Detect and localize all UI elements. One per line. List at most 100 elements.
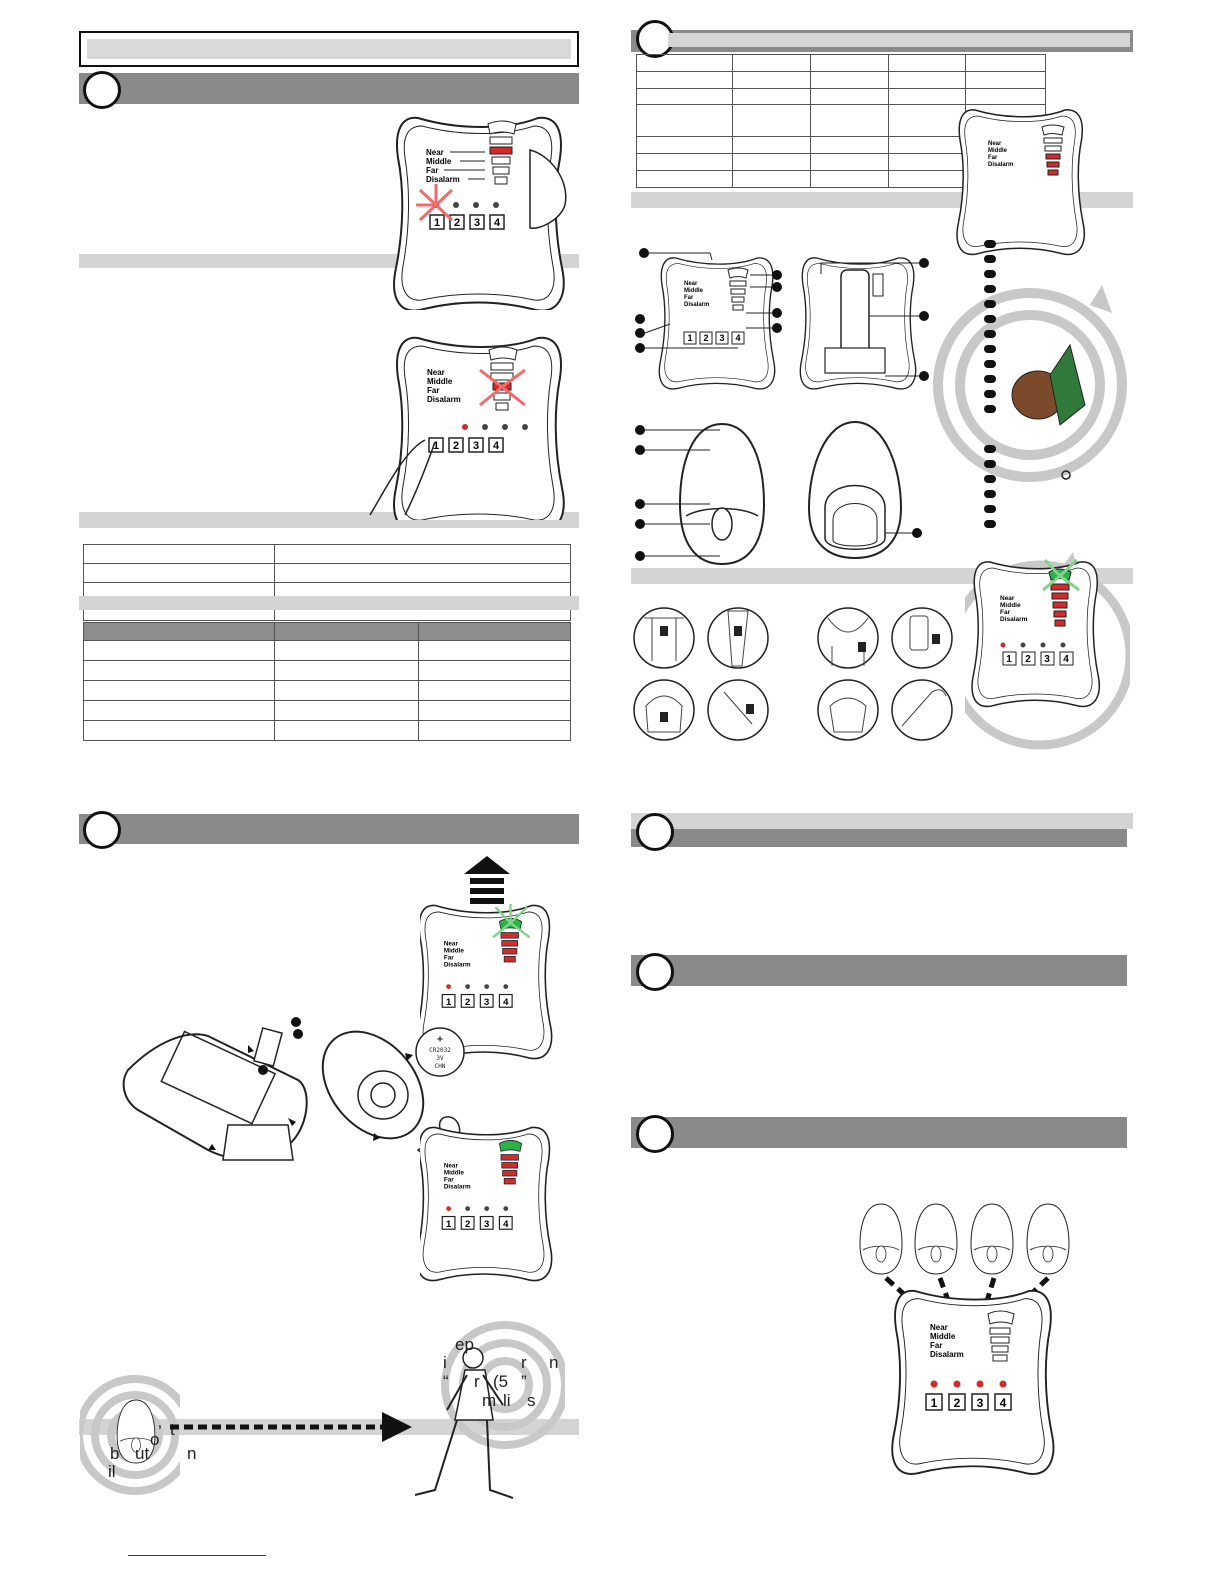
- battery-origin: CHN: [435, 1063, 446, 1070]
- walking-person-illustration: [414, 1321, 565, 1499]
- svg-text:1: 1: [446, 1219, 452, 1230]
- svg-text:Middle: Middle: [684, 288, 704, 294]
- label-disalarm: Disalarm: [426, 175, 460, 184]
- svg-text:Far: Far: [427, 386, 439, 395]
- person-fragment: “: [443, 1372, 449, 1391]
- svg-text:Near: Near: [988, 141, 1002, 147]
- person-fragment: r: [474, 1372, 480, 1391]
- section-1-header: [79, 73, 579, 104]
- svg-text:4: 4: [503, 1219, 509, 1230]
- person-fragment: m: [482, 1391, 497, 1410]
- tag-fragment: b: [110, 1444, 120, 1463]
- section-1-number-circle: [83, 71, 121, 109]
- svg-text:Disalarm: Disalarm: [1000, 616, 1028, 623]
- person-fragment: li: [503, 1391, 511, 1410]
- receiver-range-illustration: Near Middle Far Disalarm 1 2 3 4: [965, 552, 1130, 750]
- svg-text:Disalarm: Disalarm: [988, 162, 1013, 168]
- svg-text:4: 4: [735, 333, 740, 343]
- svg-text:2: 2: [454, 217, 460, 229]
- svg-text:Far: Far: [1000, 609, 1011, 616]
- battery-compartment-illustration: [122, 1017, 308, 1161]
- svg-text:1: 1: [687, 333, 692, 343]
- svg-text:4: 4: [1000, 1396, 1007, 1410]
- person-fragment: i: [443, 1353, 447, 1372]
- dashed-arrow-icon: [170, 1412, 412, 1442]
- section-2-header: [79, 814, 579, 844]
- label-far: Far: [426, 166, 438, 175]
- tag-range-illustration: [80, 1375, 180, 1495]
- svg-text:Disalarm: Disalarm: [444, 962, 471, 969]
- svg-text:Near: Near: [444, 1162, 459, 1169]
- section-4-number-circle: [636, 813, 674, 851]
- attachment-illustrations: [633, 607, 953, 741]
- tag-fragment: il: [108, 1462, 116, 1481]
- svg-text:3: 3: [474, 217, 480, 229]
- svg-text:Far: Far: [444, 955, 454, 962]
- subheader-bar: [79, 596, 579, 610]
- svg-text:Near: Near: [1000, 595, 1015, 602]
- battery-plus: +: [437, 1034, 443, 1045]
- person-fragment: s: [527, 1391, 536, 1410]
- svg-text:Middle: Middle: [930, 1332, 956, 1341]
- parts-diagram-back: [799, 257, 929, 390]
- tracking-illustration: Near Middle Far Disalarm: [933, 109, 1127, 528]
- svg-text:3: 3: [1044, 654, 1050, 665]
- battery-model: CR2032: [429, 1047, 451, 1054]
- svg-text:Disalarm: Disalarm: [684, 302, 709, 308]
- svg-text:1: 1: [433, 440, 439, 452]
- tag-back-diagram: [807, 420, 922, 560]
- receiver-illustration: Near Middle Far Disalarm 1 2 3 4: [420, 904, 553, 1060]
- svg-text:Far: Far: [930, 1341, 942, 1350]
- tag-parts-diagram: [635, 423, 765, 565]
- section-6-number-circle: [636, 1115, 674, 1153]
- link-underline[interactable]: [128, 1555, 266, 1556]
- svg-text:Far: Far: [988, 155, 998, 161]
- section-5-number-circle: [636, 953, 674, 991]
- svg-text:Disalarm: Disalarm: [444, 1184, 471, 1191]
- svg-text:3: 3: [473, 440, 479, 452]
- label-middle: Middle: [426, 157, 452, 166]
- pairing-illustration: Near Middle Far Disalarm 1 2 3 4: [859, 1203, 1070, 1475]
- svg-text:1: 1: [434, 217, 440, 229]
- svg-text:2: 2: [703, 333, 708, 343]
- section-2-number-circle: [83, 811, 121, 849]
- person-fragment: ep: [455, 1335, 474, 1354]
- svg-text:2: 2: [453, 440, 459, 452]
- svg-text:Middle: Middle: [444, 947, 465, 954]
- svg-text:Middle: Middle: [1000, 602, 1021, 609]
- person-fragment: (5: [493, 1372, 509, 1391]
- label-near: Near: [426, 148, 444, 157]
- svg-text:Near: Near: [427, 368, 445, 377]
- tag-fragment: ’: [158, 1422, 162, 1441]
- svg-text:Near: Near: [684, 281, 698, 287]
- battery-voltage: 3V: [436, 1055, 444, 1062]
- svg-text:Far: Far: [444, 1177, 454, 1184]
- section-3-header-strip: [668, 33, 1130, 47]
- svg-text:1: 1: [1006, 654, 1012, 665]
- receiver-illustration: Near Middle Far Disalarm 1 2 3 4: [393, 116, 567, 310]
- tag-fragment: o: [150, 1430, 160, 1449]
- parts-diagram-front: Near Middle Far Disalarm 1 2 3 4: [635, 248, 782, 390]
- svg-text:Disalarm: Disalarm: [427, 395, 461, 404]
- tag-fragment: ut: [135, 1444, 150, 1463]
- svg-text:3: 3: [484, 1219, 489, 1230]
- receiver-illustration: Near Middle Far Disalarm 1 2 3 4: [369, 336, 565, 520]
- svg-text:Middle: Middle: [988, 148, 1008, 154]
- svg-text:4: 4: [494, 217, 501, 229]
- svg-text:3: 3: [719, 333, 724, 343]
- svg-text:4: 4: [503, 997, 509, 1008]
- flash-burst-red: [416, 184, 454, 222]
- person-fragment: r: [521, 1353, 527, 1372]
- svg-text:1: 1: [446, 997, 452, 1008]
- svg-text:2: 2: [954, 1396, 961, 1410]
- spec-table: [83, 622, 571, 741]
- svg-text:1: 1: [931, 1396, 938, 1410]
- svg-text:4: 4: [1063, 654, 1069, 665]
- svg-text:Near: Near: [444, 940, 459, 947]
- person-fragment: ”: [521, 1372, 527, 1391]
- svg-text:2: 2: [465, 997, 470, 1008]
- svg-text:3: 3: [484, 997, 489, 1008]
- section-6-header: [631, 1117, 1127, 1148]
- up-arrow-icon: [464, 856, 510, 904]
- svg-text:Near: Near: [930, 1323, 948, 1332]
